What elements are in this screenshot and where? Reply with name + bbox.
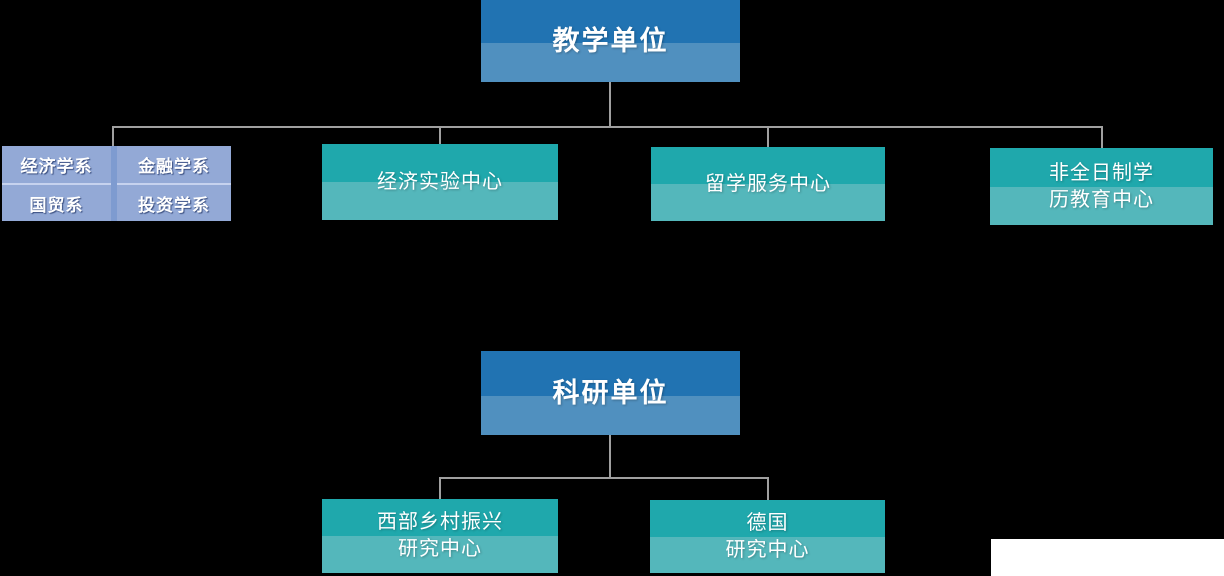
connector-line <box>439 128 441 144</box>
org-node-western-rural-center: 西部乡村振兴 研究中心 <box>322 499 558 573</box>
label-line-1: 德国 <box>746 511 789 534</box>
label-line-2: 研究中心 <box>725 538 810 561</box>
org-node-german-center: 德国 研究中心 <box>650 500 885 573</box>
connector-line <box>1101 128 1103 148</box>
org-node-label: 西部乡村振兴 研究中心 <box>377 509 503 563</box>
node-shade <box>322 499 558 536</box>
node-shade <box>990 148 1213 187</box>
org-node-label: 教学单位 <box>552 25 669 56</box>
org-node-research-root: 科研单位 <box>481 351 740 435</box>
connector-line <box>112 126 114 146</box>
org-group-departments: 经济学系 金融学系 国贸系 投资学系 <box>2 146 231 221</box>
node-shade <box>481 351 740 396</box>
org-node-dept-finance: 金融学系 <box>138 157 210 176</box>
label-line-1: 非全日制学 <box>1049 161 1154 184</box>
node-shade <box>322 144 558 182</box>
org-node-study-abroad-center: 留学服务中心 <box>651 147 885 221</box>
org-node-label: 非全日制学 历教育中心 <box>1049 160 1154 214</box>
connector-line <box>609 82 611 126</box>
org-node-dept-investment: 投资学系 <box>138 195 210 215</box>
label-line-1: 西部乡村振兴 <box>377 511 503 533</box>
org-node-label: 德国 研究中心 <box>726 510 810 564</box>
org-node-dept-economics: 经济学系 <box>20 157 93 176</box>
org-node-label: 经济实验中心 <box>377 170 503 193</box>
org-node-label: 留学服务中心 <box>705 172 831 195</box>
node-shade <box>651 147 885 184</box>
org-node-dept-trade: 国贸系 <box>29 195 84 215</box>
org-node-econ-experiment-center: 经济实验中心 <box>322 144 558 220</box>
org-node-teaching-root: 教学单位 <box>481 0 740 82</box>
connector-line <box>439 477 769 479</box>
org-node-part-time-education-center: 非全日制学 历教育中心 <box>990 148 1213 225</box>
connector-line <box>767 128 769 147</box>
label-line-2: 研究中心 <box>398 538 482 560</box>
label-line-2: 历教育中心 <box>1049 188 1154 211</box>
org-node-label: 科研单位 <box>552 377 669 408</box>
connector-line <box>767 477 769 500</box>
connector-line <box>439 477 441 499</box>
connector-line <box>112 126 1103 128</box>
node-shade <box>650 500 885 537</box>
connector-line <box>609 435 611 477</box>
corner-blank-patch <box>991 539 1224 576</box>
node-shade <box>481 0 740 44</box>
group-divider-vertical <box>111 146 117 221</box>
